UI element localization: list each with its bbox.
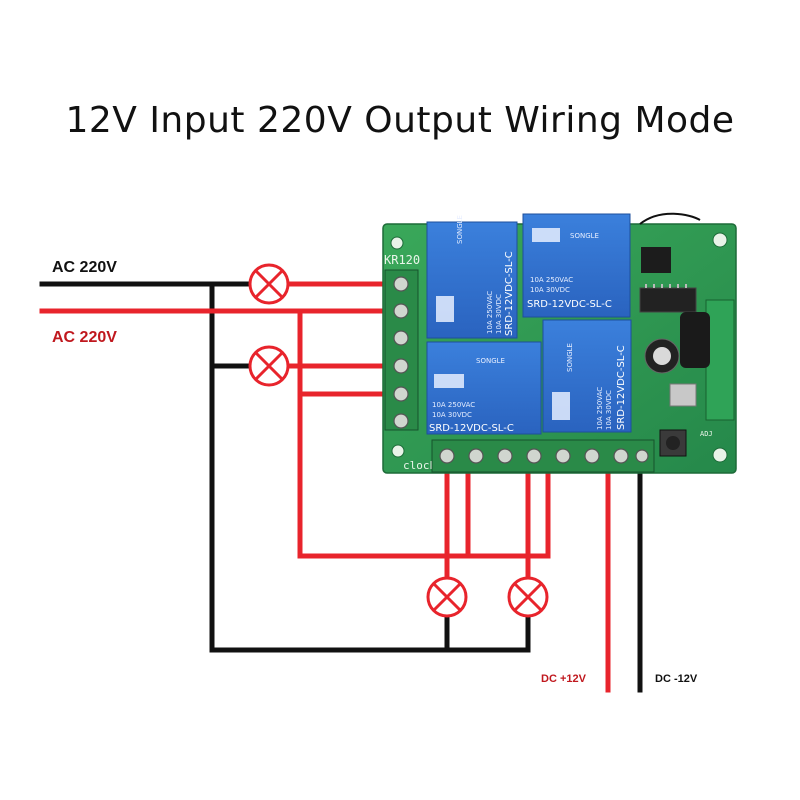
terminal-screw — [555, 448, 571, 464]
relay-3: SONGLE 10A 250VAC 10A 30VDC SRD-12VDC-SL… — [426, 341, 542, 435]
terminal-screw — [393, 413, 409, 429]
relay-2-rating: 10A 250VAC — [530, 276, 573, 284]
mounting-hole — [390, 236, 404, 250]
terminal-screw — [497, 448, 513, 464]
lamp-3 — [426, 576, 468, 618]
mounting-hole — [712, 232, 728, 248]
board-model-text: KR120 — [384, 253, 420, 267]
relay-1-rating: 10A 250VAC — [486, 291, 494, 334]
ic-pins — [645, 284, 687, 288]
relay-1-brand: SONGLE — [456, 215, 464, 244]
crystal — [669, 383, 697, 407]
relay-1: SONGLE SRD-12VDC-SL-C 10A 250VAC 10A 30V… — [426, 215, 518, 339]
relay-3-logo — [434, 374, 464, 388]
left-terminal-screws — [393, 276, 409, 429]
antenna-coil — [680, 312, 710, 368]
relay-4-model: SRD-12VDC-SL-C — [616, 345, 627, 430]
lamp-1 — [248, 263, 290, 305]
terminal-screw — [468, 448, 484, 464]
mounting-hole — [712, 447, 728, 463]
relay-4-rating: 10A 30VDC — [605, 390, 613, 430]
left-terminal-block — [384, 269, 419, 431]
terminal-screw — [393, 276, 409, 292]
terminal-screw — [393, 386, 409, 402]
relay-4-brand: SONGLE — [566, 343, 574, 372]
red-wires — [39, 281, 611, 693]
ic-chip — [641, 247, 671, 273]
rf-receiver-module — [705, 299, 735, 421]
relay-3-model: SRD-12VDC-SL-C — [429, 423, 514, 434]
ac-black-label: AC 220V — [52, 259, 117, 276]
terminal-screw — [584, 448, 600, 464]
adj-label: ADJ — [700, 430, 713, 438]
lamp-4 — [507, 576, 549, 618]
relay-3-rating: 10A 250VAC — [432, 401, 475, 409]
terminal-screw — [393, 330, 409, 346]
black-wires — [39, 281, 643, 693]
relay-4-rating: 10A 250VAC — [596, 387, 604, 430]
ac-red-label: AC 220V — [52, 329, 117, 346]
terminal-screw — [613, 448, 629, 464]
dc-pos-label: DC +12V — [541, 673, 587, 685]
relay-2-brand: SONGLE — [570, 232, 599, 240]
terminal-screw — [439, 448, 455, 464]
bottom-terminal-screws — [439, 448, 649, 464]
relay-2-logo — [532, 228, 560, 242]
relay-4: SONGLE 10A 250VAC 10A 30VDC SRD-12VDC-SL… — [542, 319, 632, 433]
learn-button-cap — [666, 436, 680, 450]
antenna-wire — [639, 212, 701, 225]
relay-2-rating: 10A 30VDC — [530, 286, 570, 294]
relay-2: SONGLE 10A 250VAC 10A 30VDC SRD-12VDC-SL… — [522, 213, 631, 318]
terminal-screw — [393, 358, 409, 374]
dc-neg-label: DC -12V — [655, 673, 698, 685]
lamps — [248, 263, 549, 618]
relay-3-rating: 10A 30VDC — [432, 411, 472, 419]
relay-1-model: SRD-12VDC-SL-C — [504, 251, 515, 336]
terminal-screw — [635, 449, 649, 463]
ic-chip-large — [639, 287, 697, 313]
diagram-title: 12V Input 220V Output Wiring Mode — [65, 100, 735, 141]
relay-3-brand: SONGLE — [476, 357, 505, 365]
relay-module-board: KR120 cloch SONGLE SRD-12V — [382, 212, 737, 474]
board-bottom-text: cloch — [403, 459, 436, 472]
relay-4-logo — [552, 392, 570, 420]
relay-1-logo — [436, 296, 454, 322]
capacitor-top — [653, 347, 671, 365]
terminal-screw — [393, 303, 409, 319]
relay-2-model: SRD-12VDC-SL-C — [527, 299, 612, 310]
relay-1-rating: 10A 30VDC — [495, 294, 503, 334]
lamp-2 — [248, 345, 290, 387]
mounting-hole — [391, 444, 405, 458]
terminal-screw — [526, 448, 542, 464]
